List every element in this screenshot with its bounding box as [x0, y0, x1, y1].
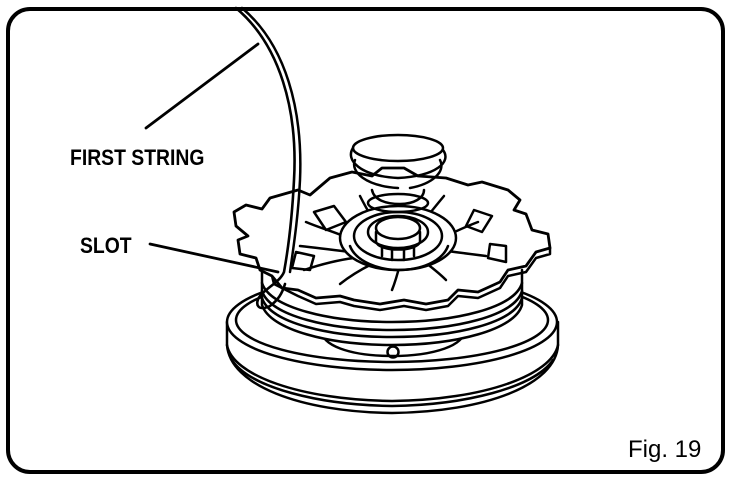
spool-center-hub [338, 204, 458, 272]
slot-label: SLOT [80, 233, 132, 258]
first-string-label: FIRST STRING [70, 145, 205, 170]
figure-number: Fig. 19 [628, 436, 702, 463]
first-string-leader-line [144, 42, 260, 130]
spring-coil [349, 133, 447, 214]
slot-leader-line [148, 242, 280, 274]
first-string-line [234, 6, 302, 310]
